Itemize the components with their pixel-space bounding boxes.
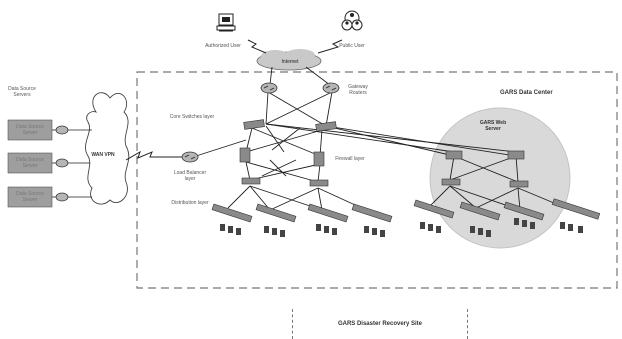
gateway-router-right <box>322 82 340 94</box>
server-rack-group-1 <box>211 203 253 235</box>
gateway-router-left <box>260 82 278 94</box>
distribution-rack-links <box>227 185 367 211</box>
load-balancer-label: Load Balancer layer <box>173 170 207 182</box>
firewall-right <box>313 151 325 167</box>
data-center-boundary <box>136 71 618 289</box>
web-rack-group-4 <box>551 198 601 233</box>
core-switches-label: Core Switches layer <box>169 114 215 120</box>
distribution-label: Distribution layer <box>171 200 209 206</box>
server-rack-group-4 <box>351 203 393 237</box>
wan-vpn-cloud <box>85 92 130 205</box>
dr-site-label: GARS Disaster Recovery Site <box>337 321 423 327</box>
authorized-user-label: Authorized User <box>205 43 241 49</box>
distribution-switch-left <box>241 177 261 185</box>
web-switch-right <box>507 150 525 160</box>
server-box-label: Data Source Server <box>16 191 44 203</box>
public-user-icon <box>341 10 363 31</box>
authorized-user-icon <box>216 13 236 32</box>
internet-cloud <box>256 49 322 71</box>
server-box-label: Data Source Server <box>16 124 44 136</box>
data-source-server-2 <box>7 152 90 174</box>
data-center-label: GARS Data Center <box>500 90 553 96</box>
dr-site-box <box>292 309 468 339</box>
server-rack-group-2 <box>255 203 297 237</box>
web-distribution-left <box>441 178 461 186</box>
firewall-distribution-links <box>245 159 321 183</box>
gateway-routers-label: Gateway Routers <box>348 84 368 96</box>
core-switch-left <box>243 119 265 130</box>
core-web-links <box>265 123 517 157</box>
web-distribution-right <box>509 180 529 188</box>
wan-link <box>125 150 182 161</box>
web-rack-group-3 <box>503 201 545 229</box>
web-switch-left <box>445 150 463 160</box>
server-rack-group-3 <box>307 203 349 235</box>
wan-vpn-label: WAN VPN <box>91 152 115 158</box>
firewall-left <box>239 147 251 163</box>
web-rack-group-1 <box>413 199 455 233</box>
data-sources-label: Data Source Servers <box>8 86 36 98</box>
gateway-core-links <box>265 91 333 127</box>
core-switch-right <box>315 121 337 132</box>
server-box-label: Data Source Server <box>16 157 44 169</box>
data-source-server-1 <box>7 119 92 141</box>
web-rack-group-2 <box>459 201 501 237</box>
firewall-layer-label: Firewall layer <box>335 156 365 162</box>
web-server-label: GARS Web Server <box>479 120 507 132</box>
load-balancer-router <box>181 151 199 163</box>
authorized-user-link <box>247 39 267 54</box>
data-source-server-3 <box>7 186 92 208</box>
distribution-switch-right <box>309 179 329 187</box>
internet-label: Internet <box>281 59 299 65</box>
public-user-link <box>317 39 343 54</box>
public-user-label: Public User <box>339 43 365 49</box>
